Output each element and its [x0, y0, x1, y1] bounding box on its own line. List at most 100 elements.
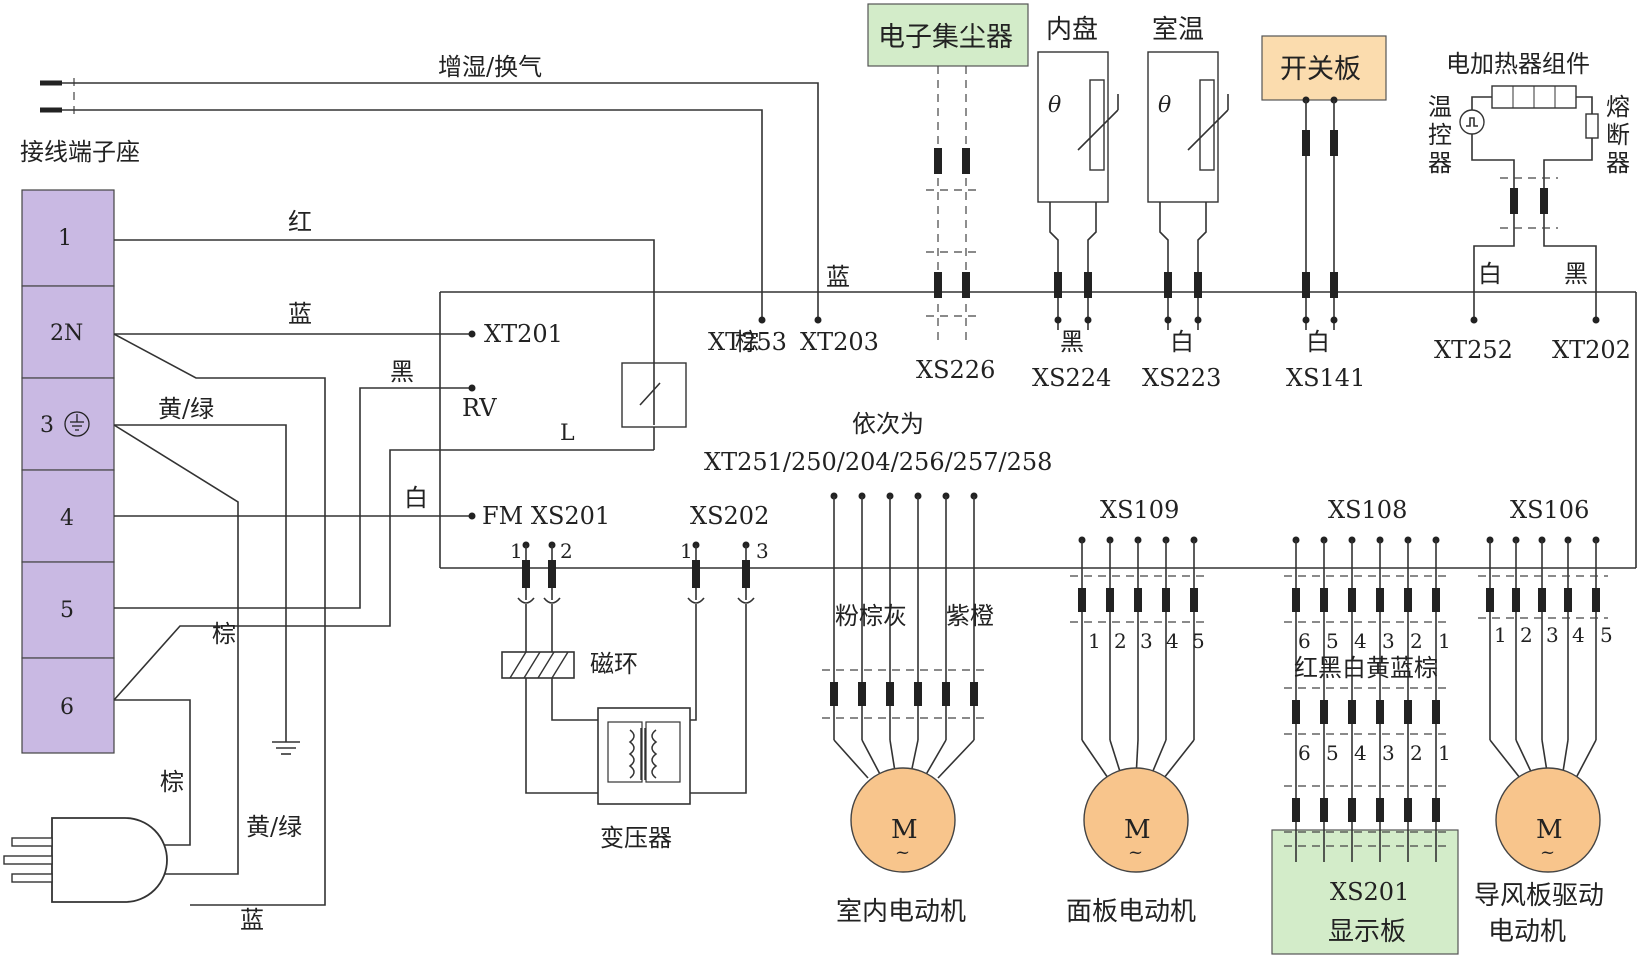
- terminal-4: [21, 469, 115, 563]
- wire-label-black-xs224: 黑: [1060, 328, 1084, 356]
- dust-collector-box: [867, 3, 1029, 67]
- label-switch-board: 开关板: [1280, 54, 1361, 85]
- plug-body: [914, 682, 922, 706]
- wire: [1489, 739, 1521, 779]
- brown-plug-wire: [114, 699, 191, 846]
- plug-body: [1592, 588, 1600, 612]
- switch-board-box: [1261, 35, 1387, 101]
- label-transformer: 变压器: [600, 824, 672, 852]
- label-room-temp: 室温: [1152, 15, 1204, 45]
- wire-label-blue-plug: 蓝: [240, 906, 264, 934]
- pin-label: 1: [1438, 741, 1451, 765]
- wire: [923, 739, 947, 779]
- wire-label-black-heater: 黑: [1564, 260, 1588, 288]
- display-pin-labels-mid: 6 5 4 3 2 1: [1298, 741, 1451, 765]
- pin-label: 4: [1354, 741, 1367, 765]
- plug-body: [1292, 700, 1300, 724]
- label-xs141: XS141: [1286, 364, 1365, 392]
- terminal-label: 1: [58, 226, 72, 251]
- label-display-board: 显示板: [1328, 917, 1406, 947]
- label-xt253: XT253: [708, 328, 787, 356]
- plug-body: [1348, 700, 1356, 724]
- wire-label-white-heater: 白: [1478, 260, 1502, 288]
- label-fm-xs201: FM XS201: [482, 502, 610, 530]
- plug-body: [1404, 798, 1412, 822]
- pin-label: 5: [1326, 741, 1339, 765]
- plug-body: [1348, 588, 1356, 612]
- humidify-wires: [40, 78, 822, 324]
- plug-body: [1320, 798, 1328, 822]
- power-plug-icon: [3, 817, 168, 903]
- label-thermostat: 温: [1428, 93, 1452, 121]
- plug-body: [1512, 588, 1520, 612]
- transformer-icon: [597, 707, 691, 805]
- plug-body: [1404, 588, 1412, 612]
- label-fuse: 熔: [1606, 93, 1630, 121]
- label-xs106: XS106: [1510, 496, 1589, 524]
- plug-body: [1134, 588, 1142, 612]
- pin-label: 1: [680, 539, 693, 563]
- plug-body: [1078, 588, 1086, 612]
- plug-body: [1376, 700, 1384, 724]
- label-xs226: XS226: [916, 356, 995, 384]
- wire: [1081, 739, 1109, 779]
- wire: [833, 739, 869, 779]
- pin-label: 5: [1192, 629, 1205, 653]
- terminal-block: 1 2N 3 4 5 6: [21, 189, 115, 754]
- plug-body: [970, 682, 978, 706]
- plug-body: [1292, 588, 1300, 612]
- panel-motor-wires: [1070, 536, 1206, 779]
- plug-body: [1486, 588, 1494, 612]
- pin-label: 3: [1546, 623, 1559, 647]
- transformer-connectors: [517, 541, 755, 794]
- plug-body: [830, 682, 838, 706]
- label-xt202: XT202: [1552, 336, 1631, 364]
- label-xt252: XT252: [1434, 336, 1513, 364]
- theta-symbol: θ: [1048, 93, 1061, 118]
- pin-label: 4: [1572, 623, 1585, 647]
- label-magnetic-ring: 磁环: [590, 650, 638, 678]
- pin-label: 2: [1520, 623, 1533, 647]
- wire-label-white: 白: [404, 484, 428, 512]
- plug-body: [1162, 588, 1170, 612]
- panel-motor-icon: [1083, 767, 1189, 873]
- label-dust-collector: 电子集尘器: [878, 22, 1013, 53]
- inner-coil-sensor: [1037, 51, 1119, 330]
- pin-label: 5: [1326, 629, 1339, 653]
- wire-label-blue-xt203: 蓝: [826, 263, 850, 291]
- label-order-note: 依次为: [852, 410, 924, 438]
- plug-body: [1538, 588, 1546, 612]
- pin-label: 4: [1166, 629, 1179, 653]
- blue-wire: [113, 330, 476, 906]
- display-pin-labels-top: 6 5 4 3 2 1: [1298, 629, 1451, 653]
- terminal-label: 4: [60, 506, 74, 531]
- label-inner-coil: 内盘: [1046, 15, 1098, 45]
- motor-symbol: M: [891, 815, 918, 845]
- plug-body: [1432, 700, 1440, 724]
- wire: [861, 739, 883, 779]
- terminal-label: 5: [60, 598, 74, 623]
- wire-label-white-xs141: 白: [1306, 328, 1330, 356]
- earth-wire: [113, 424, 300, 875]
- xs226-connector: [926, 66, 978, 340]
- pin-label: 3: [1382, 741, 1395, 765]
- label-display-xs201: XS201: [1330, 878, 1409, 906]
- label-xt203: XT203: [800, 328, 879, 356]
- terminal-6: [21, 657, 115, 754]
- plug-body: [1376, 798, 1384, 822]
- terminal-2n: [21, 285, 115, 379]
- pin-label: 6: [1298, 741, 1311, 765]
- plug-body: [1292, 798, 1300, 822]
- theta-symbol: θ: [1158, 93, 1171, 118]
- pin-label: 3: [1140, 629, 1153, 653]
- terminal-label: 2N: [50, 321, 83, 346]
- pin-label: 3: [756, 539, 769, 563]
- label-louver-motor: 电动机: [1488, 917, 1566, 947]
- louver-motor-icon: [1495, 767, 1601, 873]
- label-xt201: XT201: [484, 320, 563, 348]
- label-xs202: XS202: [690, 502, 769, 530]
- plug-body: [886, 682, 894, 706]
- pin-label: 6: [1298, 629, 1311, 653]
- pin-label: 1: [1438, 629, 1451, 653]
- wire-label-yellow-green: 黄/绿: [158, 395, 214, 423]
